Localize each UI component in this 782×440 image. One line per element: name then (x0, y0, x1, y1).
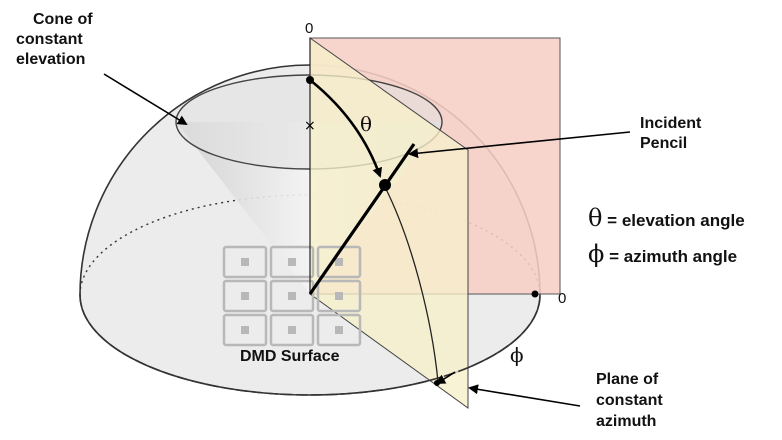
legend-theta: θ = elevation angle (588, 204, 745, 232)
incident-leader (408, 131, 631, 159)
theta-arc (309, 78, 383, 178)
hemisphere-base-back (79, 194, 541, 296)
dmd-mirror-dots (241, 258, 343, 334)
meridian-curve (383, 184, 439, 383)
phi-arc-arrow (435, 371, 456, 384)
legend-phi: ϕ = azimuth angle (588, 240, 737, 268)
incidence-point (379, 179, 391, 191)
cone-leader (103, 73, 188, 126)
phi-label: ϕ (510, 343, 524, 367)
incident-pencil-line (308, 143, 416, 295)
plane-leader (468, 384, 581, 407)
incident-pencil-label: Incident Pencil (640, 115, 706, 152)
dmd-grid (222, 245, 362, 347)
plane-label: Plane of constant azimuth (596, 371, 667, 430)
legend: θ = elevation angle ϕ = azimuth angle (588, 204, 745, 268)
zenith-point (306, 76, 314, 84)
cone-center-marker: × (304, 118, 316, 134)
hemisphere-base-front (79, 294, 541, 396)
zero-top-label: 0 (305, 20, 313, 37)
zero-right-label: 0 (558, 290, 566, 307)
theta-label: θ (360, 112, 372, 136)
cone-label: Cone of constant elevation (16, 11, 97, 68)
dmd-surface-label: DMD Surface (240, 348, 340, 365)
rim-point (531, 290, 539, 298)
